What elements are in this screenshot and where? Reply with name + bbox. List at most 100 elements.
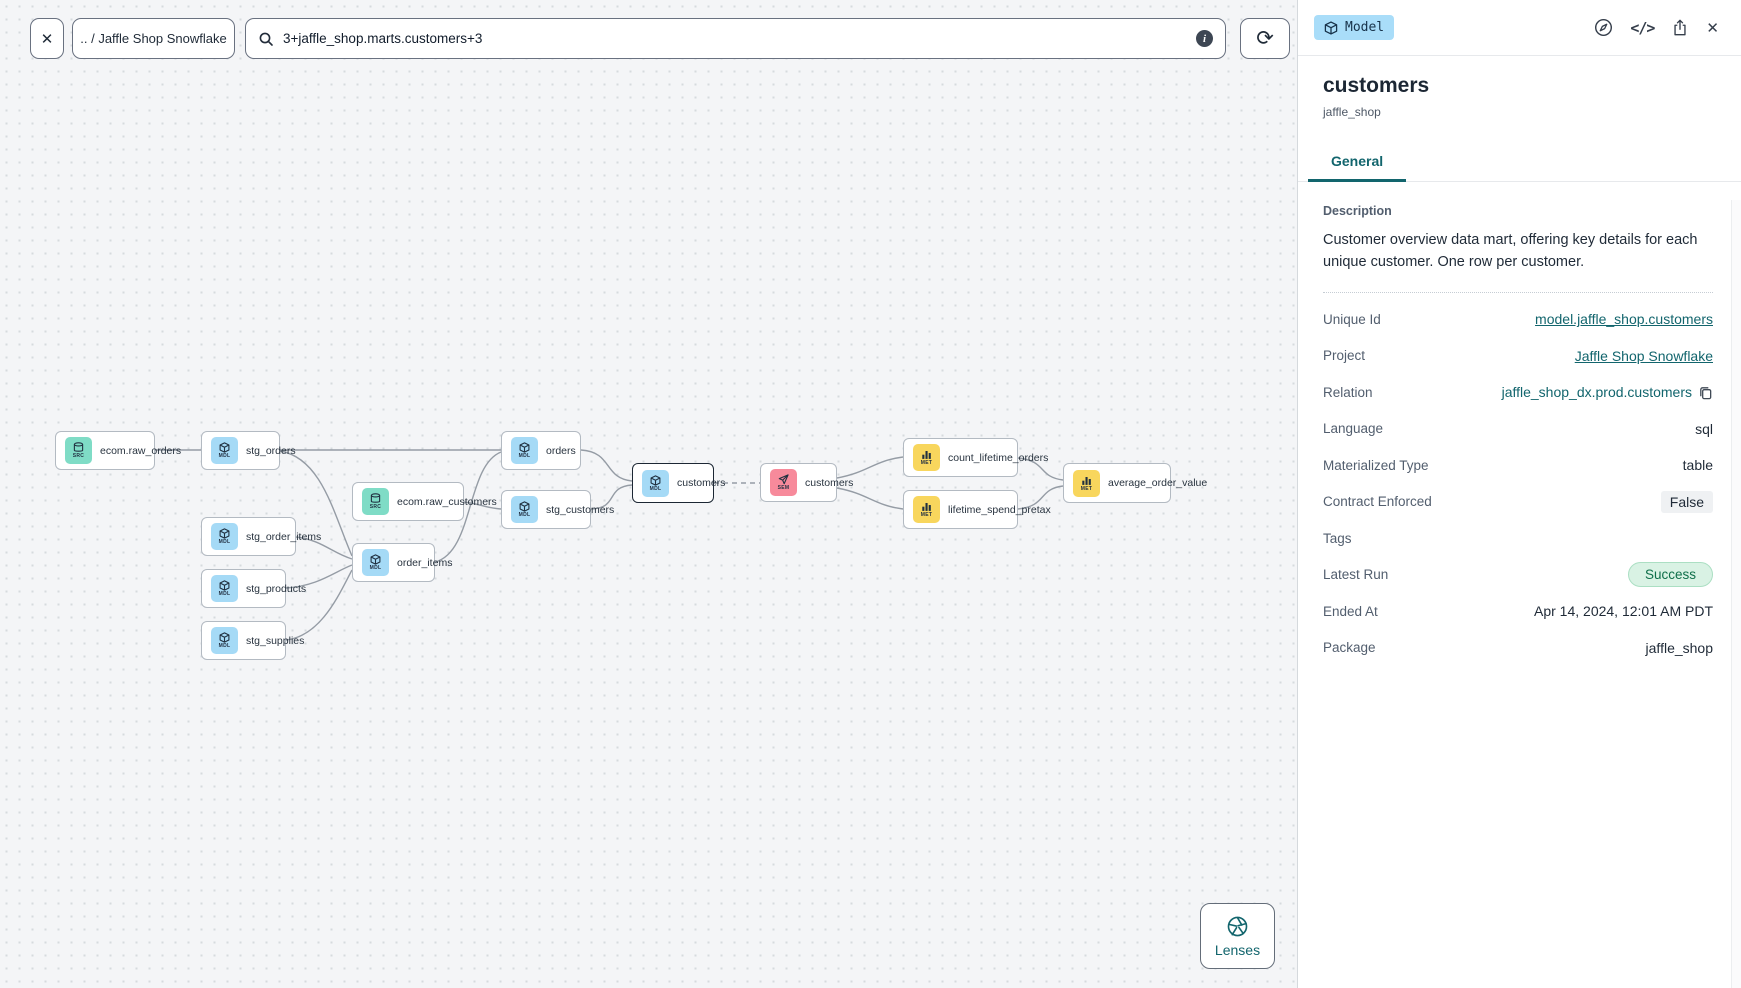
panel-scrollbar[interactable] [1731, 200, 1741, 988]
graph-node-average-order-value[interactable]: MET average_order_value [1063, 463, 1207, 503]
field-row-unique-id: Unique Id model.jaffle_shop.customers [1323, 301, 1713, 338]
graph-node-customers[interactable]: MDL customers [632, 463, 725, 503]
copy-icon[interactable] [1698, 385, 1713, 400]
field-row-relation: Relation jaffle_shop_dx.prod.customers [1323, 374, 1713, 411]
node-label: customers [677, 477, 726, 489]
source-icon: SRC [362, 488, 389, 515]
model-icon: MDL [511, 496, 538, 523]
field-label-project: Project [1323, 348, 1366, 364]
model-icon: MDL [211, 575, 238, 602]
field-value-relation: jaffle_shop_dx.prod.customers [1502, 384, 1713, 400]
field-value-project: Jaffle Shop Snowflake [1575, 348, 1713, 364]
edge-stg-customers-to-customers [590, 484, 633, 510]
description-text: Customer overview data mart, offering ke… [1323, 232, 1698, 270]
field-label-relation: Relation [1323, 384, 1373, 400]
lenses-aperture-icon [1227, 916, 1248, 936]
status-badge: Success [1627, 562, 1713, 588]
panel-subtitle: jaffle_shop [1323, 105, 1381, 119]
node-label: orders [546, 444, 576, 457]
node-label: stg_orders [246, 444, 296, 457]
model-icon: MDL [511, 437, 538, 464]
metric-icon: MET [913, 496, 940, 523]
edge-stg-orders-to-order-items [279, 450, 353, 557]
lenses-button[interactable]: Lenses [1200, 903, 1275, 969]
model-icon: MDL [211, 627, 238, 654]
model-icon: MDL [211, 523, 238, 550]
field-value-unique-id: model.jaffle_shop.customers [1535, 311, 1713, 327]
field-row-latest-run: Latest Run Success [1323, 557, 1713, 594]
graph-node-stg-order-items[interactable]: MDL stg_order_items [201, 517, 321, 556]
tab-general[interactable]: General [1308, 143, 1407, 182]
edge-ecom-raw-customers-to-stg-customers [463, 501, 502, 510]
field-row-package: Package jaffle_shop [1323, 630, 1713, 667]
explore-compass-icon[interactable] [1594, 18, 1613, 37]
field-label-ended-at: Ended At [1323, 603, 1378, 619]
selector-search-input[interactable] [283, 31, 1187, 46]
node-label: average_order_value [1108, 477, 1208, 489]
edge-stg-order-items-to-order-items [295, 536, 353, 560]
model-icon: MDL [642, 469, 669, 497]
panel-title: customers [1323, 74, 1430, 97]
field-row-project: Project Jaffle Shop Snowflake [1323, 338, 1713, 375]
field-label-tags: Tags [1323, 530, 1352, 546]
metric-icon: MET [1073, 469, 1100, 497]
view-code-icon[interactable]: </> [1630, 18, 1655, 37]
field-value-ended-at: Apr 14, 2024, 12:01 AM PDT [1534, 603, 1713, 620]
edge-orders-to-customers [580, 449, 633, 482]
field-label-latest-run: Latest Run [1323, 567, 1389, 583]
field-label-package: Package [1323, 640, 1376, 656]
details-panel-header: Model </> ✕ [1298, 0, 1741, 56]
graph-node-stg-orders[interactable]: MDL stg_orders [201, 431, 296, 470]
breadcrumb-label: .. / Jaffle Shop Snowflake [80, 31, 227, 46]
description-label: Description [1323, 204, 1392, 218]
close-panel-icon[interactable]: ✕ [1706, 19, 1719, 37]
share-icon[interactable] [1671, 18, 1689, 37]
divider [1323, 292, 1713, 293]
field-label-unique-id: Unique Id [1323, 311, 1381, 327]
field-value-package: jaffle_shop [1645, 639, 1713, 656]
lineage-edges [155, 449, 1064, 641]
semantic-icon: SEM [770, 469, 797, 496]
lineage-toolbar: ✕ .. / Jaffle Shop Snowflake i ⟳ [0, 0, 1297, 76]
graph-node-customers-sem[interactable]: SEM customers [760, 463, 853, 502]
breadcrumb[interactable]: .. / Jaffle Shop Snowflake [72, 18, 235, 59]
field-link-unique-id[interactable]: model.jaffle_shop.customers [1535, 311, 1713, 328]
graph-node-orders[interactable]: MDL orders [501, 431, 581, 470]
edge-count-lifetime-orders-to-average-order-value [1017, 457, 1064, 481]
info-icon[interactable]: i [1196, 30, 1213, 47]
resource-type-label: Model [1345, 20, 1385, 35]
close-lineage-button[interactable]: ✕ [30, 18, 64, 59]
field-label-materialized-type: Materialized Type [1323, 457, 1429, 473]
edge-order-items-to-orders [434, 451, 502, 563]
field-link-project[interactable]: Jaffle Shop Snowflake [1574, 347, 1713, 364]
node-label: stg_customers [546, 503, 615, 516]
model-icon: MDL [362, 549, 389, 576]
node-label: customers [805, 476, 854, 489]
model-icon: MDL [211, 437, 238, 464]
edge-stg-supplies-to-order-items [285, 569, 353, 641]
panel-tabs: General [1298, 143, 1741, 182]
resource-type-badge: Model [1314, 15, 1395, 40]
field-value-latest-run: Success [1627, 562, 1713, 588]
node-label: stg_order_items [246, 530, 322, 543]
source-icon: SRC [65, 437, 92, 464]
close-icon: ✕ [40, 30, 54, 48]
details-panel: Model </> ✕ customers jaffle_shop Gener [1297, 0, 1741, 988]
graph-node-stg-customers[interactable]: MDL stg_customers [501, 490, 614, 529]
edge-lifetime-spend-pretax-to-average-order-value [1017, 485, 1064, 510]
field-row-tags: Tags [1323, 520, 1713, 557]
lineage-search-bar: i [245, 18, 1226, 59]
refresh-lineage-button[interactable]: ⟳ [1240, 18, 1290, 59]
metric-icon: MET [913, 444, 940, 471]
